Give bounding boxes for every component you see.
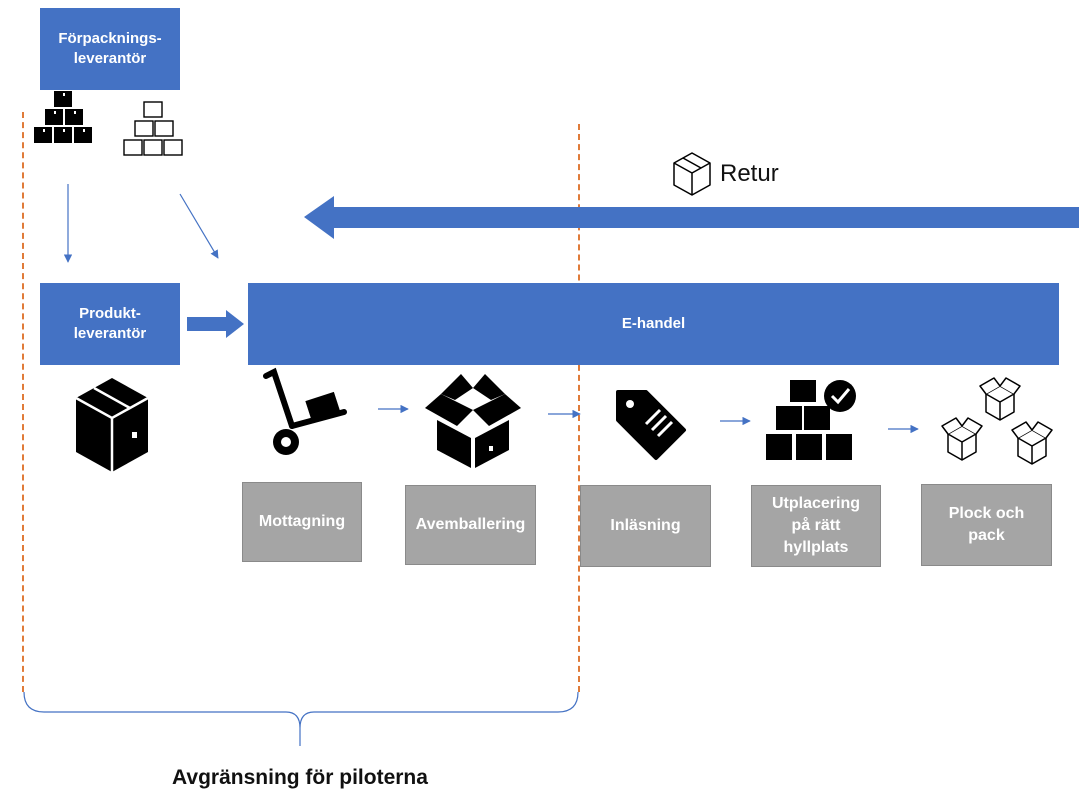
product-supplier-label: Produkt- leverantör: [73, 305, 147, 342]
open-box-icon: [425, 374, 521, 468]
step-plock-och-pack: Plock och pack: [921, 484, 1052, 566]
closed-box-icon: [75, 378, 149, 472]
scope-caption: Avgränsning för piloterna: [172, 766, 428, 789]
ehandel-node: E-handel: [248, 283, 1059, 365]
arrow-packaging-to-ehandel: [179, 193, 219, 259]
product-supplier-node: Produkt- leverantör: [40, 283, 180, 365]
arrow-product-to-ehandel: [187, 310, 244, 338]
box-stack-outline-icon: [123, 101, 183, 156]
step-mottagning: Mottagning: [242, 482, 362, 562]
step-inlasning: Inläsning: [580, 485, 711, 567]
box-outline-icon: [673, 152, 711, 196]
scope-boundary-left: [22, 112, 24, 692]
step-label: Inläsning: [610, 517, 681, 534]
box-stack-check-icon: [766, 380, 856, 460]
step-avemballering: Avemballering: [405, 485, 536, 565]
step-label: Mottagning: [258, 513, 346, 530]
price-tag-icon: [616, 390, 686, 460]
step-label: Avemballering: [415, 516, 526, 533]
box-stack-black-icon: [34, 91, 92, 143]
step-utplacering: Utplacering på rätt hyllplats: [751, 485, 881, 567]
packaging-supplier-label: Förpacknings- leverantör: [58, 30, 162, 67]
return-arrow: [304, 196, 1079, 239]
scope-brace: [23, 691, 579, 746]
step-label: Utplacering på rätt hyllplats: [771, 495, 860, 556]
return-label: Retur: [720, 160, 779, 187]
packaging-supplier-node: Förpacknings- leverantör: [40, 8, 180, 90]
open-boxes-outline-icon: [941, 377, 1053, 465]
step-label: Plock och pack: [948, 505, 1025, 544]
hand-truck-icon: [263, 367, 347, 455]
scope-boundary-right: [578, 124, 580, 692]
ehandel-label: E-handel: [621, 315, 686, 332]
